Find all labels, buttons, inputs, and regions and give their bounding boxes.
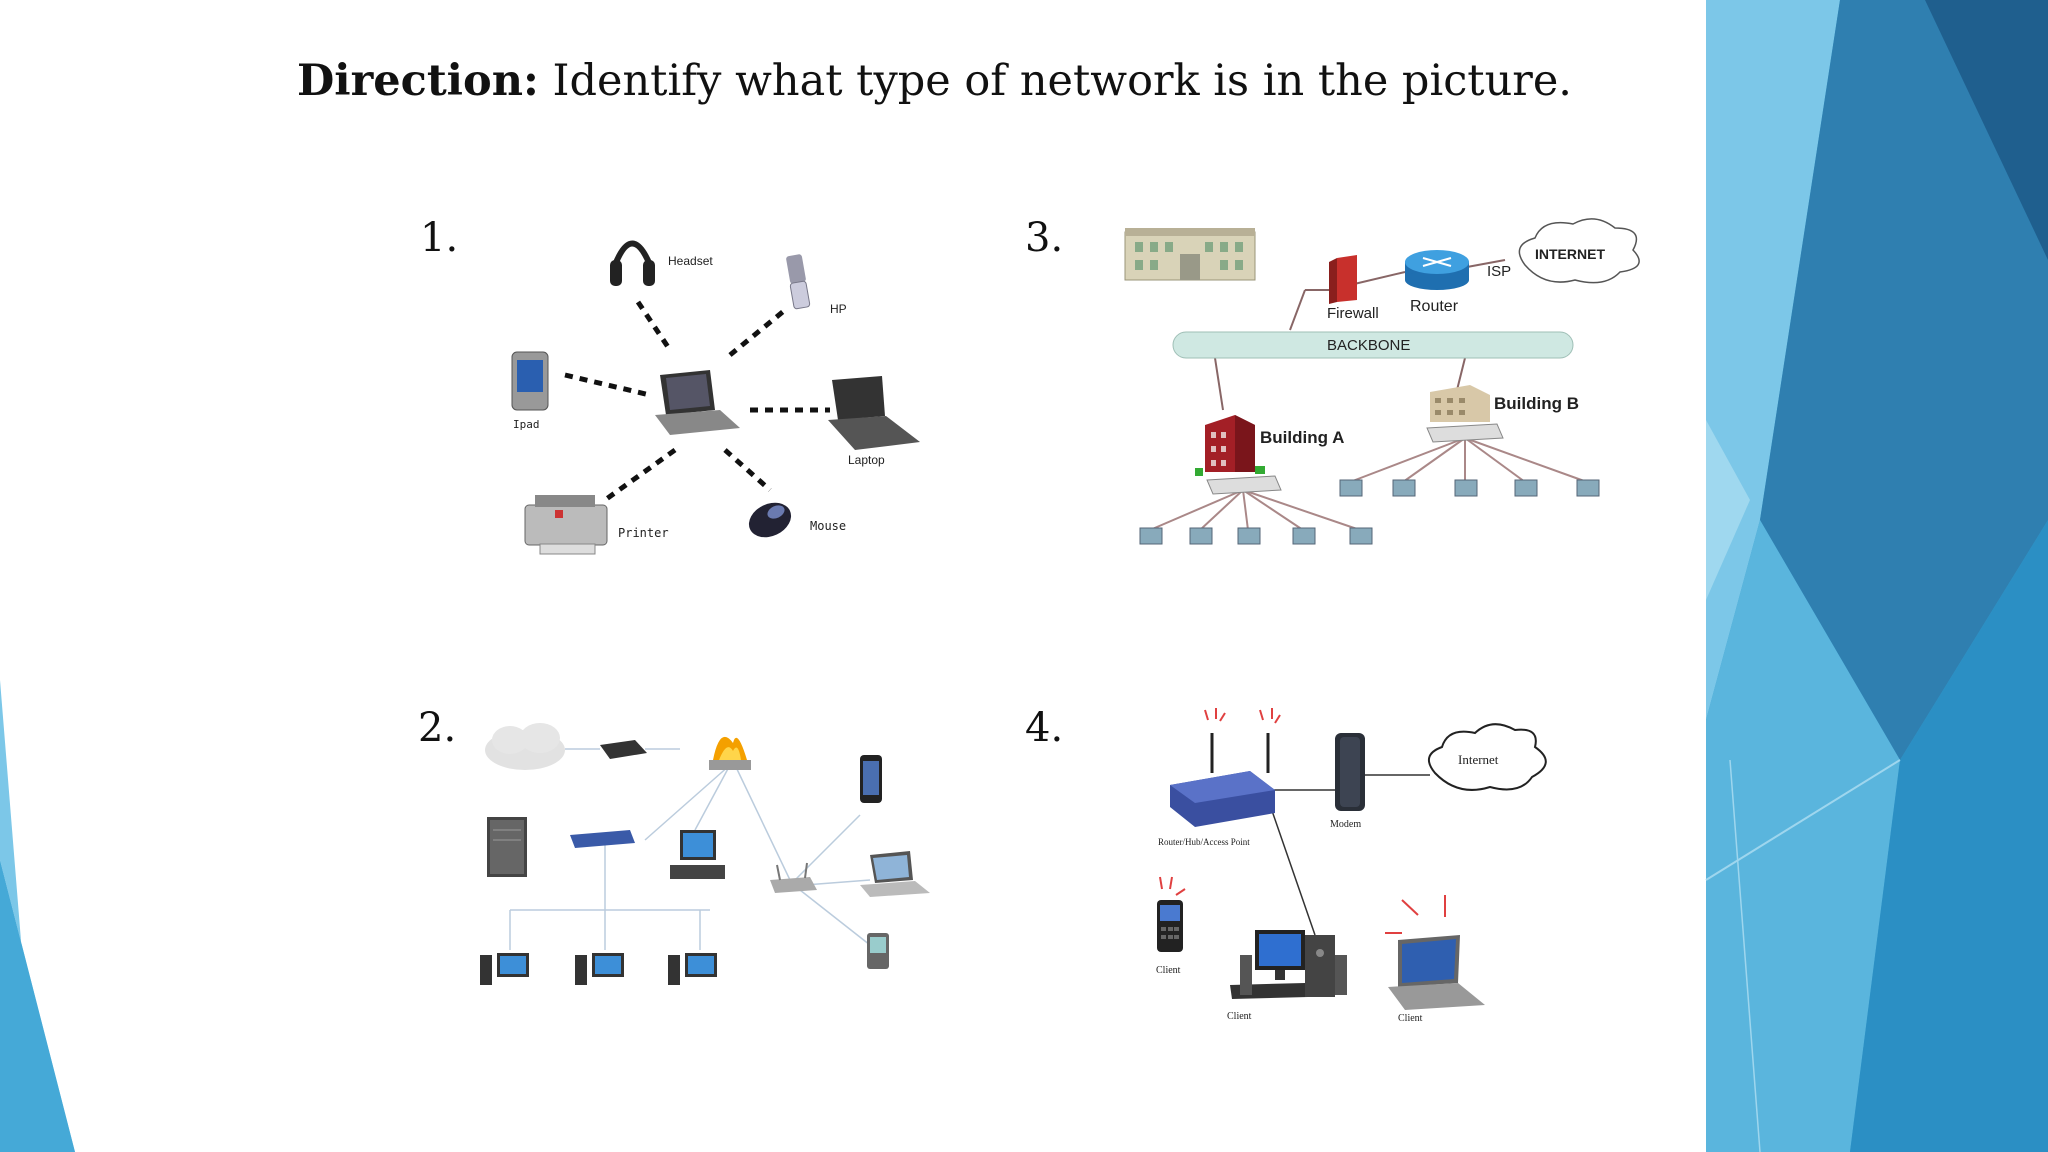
laptop-client-icon <box>1388 935 1485 1010</box>
printer-icon <box>524 495 608 555</box>
phone-client-icon <box>1157 900 1183 952</box>
internet-cloud-icon <box>485 723 565 770</box>
building-b-icon <box>1430 385 1490 422</box>
backbone-label: BACKBONE <box>1327 337 1410 354</box>
mouse-icon <box>748 502 792 538</box>
modem-icon <box>1335 733 1365 811</box>
isp-label: ISP <box>1487 263 1511 280</box>
internet-cloud-icon <box>1427 723 1547 791</box>
switch-a-icon <box>1206 475 1282 495</box>
client-computers-icon <box>480 953 717 985</box>
ipad-icon <box>511 351 549 411</box>
handheld-icon <box>867 933 889 969</box>
direction-instruction: Identify what type of network is in the … <box>538 56 1572 106</box>
laptop-label: Laptop <box>848 453 885 467</box>
university-building-icon <box>1124 228 1256 281</box>
laptop-center-icon <box>655 370 740 435</box>
firewall-label: Firewall <box>1327 305 1379 322</box>
diagram-4: Router/Hub/Access Point Modem Internet C… <box>1156 708 1547 1024</box>
diagram-2 <box>480 723 930 985</box>
modem-icon <box>600 740 647 759</box>
printer-label: Printer <box>618 526 669 540</box>
ipad-label: Ipad <box>513 418 540 431</box>
internet-cloud-icon <box>1518 218 1640 284</box>
building-b-label: Building B <box>1494 394 1579 413</box>
diagram-1-number: 1. <box>420 215 459 261</box>
client-laptop-label: Client <box>1398 1013 1423 1024</box>
switch-icon <box>570 830 635 848</box>
switch-b-icon <box>1426 423 1504 443</box>
smartphone-icon <box>860 755 882 803</box>
client-desktop-label: Client <box>1227 1011 1252 1022</box>
laptop-icon <box>860 851 930 897</box>
phone-icon <box>786 254 811 310</box>
signal-marks <box>1159 708 1446 934</box>
direction-text: Direction: Identify what type of network… <box>297 56 1572 106</box>
diagram-3: Firewall Router ISP INTERNET BACKBONE <box>1124 218 1640 545</box>
client-phone-label: Client <box>1156 965 1181 976</box>
backbone-bar <box>1172 331 1574 359</box>
internet-label: Internet <box>1458 752 1499 767</box>
desktop-client-icon <box>1230 930 1347 999</box>
firewall-icon <box>709 736 751 770</box>
workstation-icon <box>670 830 725 879</box>
diagram-1: Headset HP Ipad Laptop Printer <box>511 240 920 555</box>
headset-icon <box>610 240 655 286</box>
router-label: Router/Hub/Access Point <box>1158 837 1250 847</box>
modem-label: Modem <box>1330 819 1361 830</box>
mouse-label: Mouse <box>810 519 846 533</box>
router-icon <box>1170 733 1275 827</box>
diagram-3-number: 3. <box>1025 215 1064 261</box>
diagram-4-number: 4. <box>1025 705 1064 751</box>
direction-label: Direction: <box>297 56 539 106</box>
firewall-icon <box>1329 255 1357 304</box>
laptop-icon <box>828 376 920 450</box>
hp-label: HP <box>830 302 847 316</box>
client-pcs-icon <box>1139 479 1600 545</box>
building-a-label: Building A <box>1260 428 1344 447</box>
server-icon <box>487 817 527 877</box>
diagram-2-number: 2. <box>418 705 457 751</box>
router-label: Router <box>1410 298 1459 315</box>
internet-label: INTERNET <box>1535 246 1605 262</box>
router-icon <box>1405 250 1469 290</box>
access-point-icon <box>770 862 817 893</box>
headset-label: Headset <box>668 254 713 268</box>
building-a-icon <box>1195 415 1265 476</box>
